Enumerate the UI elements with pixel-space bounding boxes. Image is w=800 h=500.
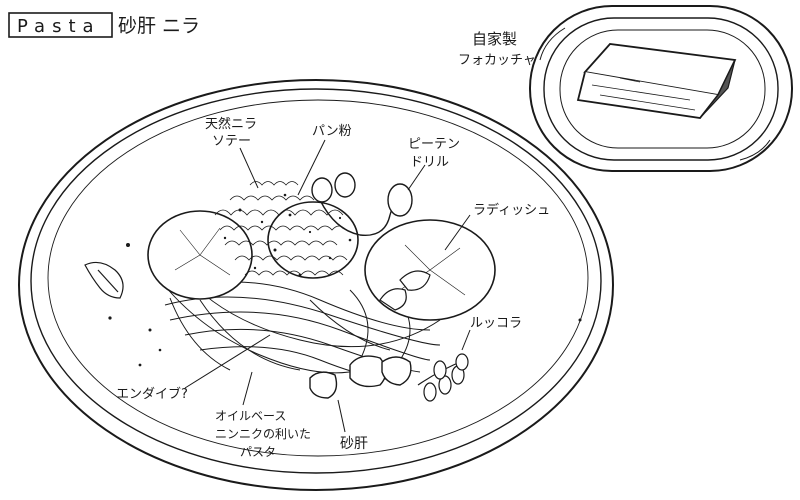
rucola-leaves-icon — [379, 270, 469, 402]
dish-name: 砂肝 ニラ — [118, 15, 200, 37]
title-group: Pasta 砂肝 ニラ — [8, 12, 200, 38]
leader-lines — [184, 139, 471, 433]
herb-specks — [108, 243, 582, 367]
title-box — [8, 12, 113, 38]
gizzard-pieces-icon — [309, 355, 412, 399]
title-box-text: Pasta — [17, 16, 101, 37]
label-pasta-line1: オイルベース — [215, 409, 286, 423]
pea-tendril-icon — [311, 172, 413, 237]
label-endive: エンダイブ? — [116, 386, 188, 402]
label-nira-line2: ソテー — [212, 134, 251, 149]
label-radish: ラディッシュ — [473, 202, 550, 218]
focaccia-bread-icon — [576, 43, 737, 119]
focaccia-plate — [529, 5, 793, 172]
label-gizzard: 砂肝 — [340, 436, 368, 452]
label-rucola: ルッコラ — [470, 316, 522, 331]
label-pea-line1: ピーテン — [408, 137, 460, 152]
label-panko: パン粉 — [312, 124, 352, 139]
label-pea-line2: ドリル — [410, 155, 449, 170]
endive-leaf-icon — [84, 261, 124, 299]
label-pasta-line3: パスタ — [240, 445, 276, 459]
main-plate — [18, 79, 614, 491]
label-nira-line1: 天然ニラ — [205, 116, 257, 132]
focaccia-label-line1: 自家製 — [472, 30, 517, 48]
radish-texture — [174, 227, 466, 296]
panko-crumbs — [214, 181, 348, 276]
crumb-dots — [223, 193, 352, 277]
focaccia-label-line2: フォカッチャ — [458, 53, 536, 68]
radish-slices — [147, 201, 496, 321]
label-pasta-line2: ニンニクの利いた — [215, 427, 311, 441]
